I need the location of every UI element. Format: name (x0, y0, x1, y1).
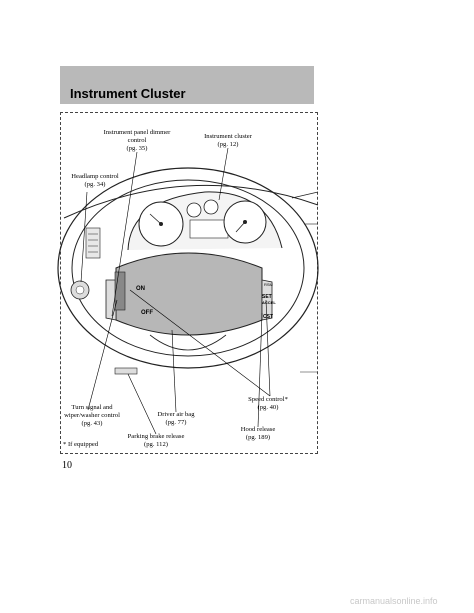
turn-signal-callout: Turn signal and wiper/washer control (pg… (64, 404, 120, 427)
headlamp-control-icon (70, 280, 90, 300)
dimmer-callout: Instrument panel dimmer control (pg. 35) (103, 129, 171, 152)
cruise-cst-label: CST (263, 314, 273, 320)
section-title: Instrument Cluster (70, 86, 186, 101)
footnote: * If equipped (63, 441, 99, 448)
speed-control-callout: Speed control* (pg. 40) (248, 396, 288, 411)
headlamp-callout: Headlamp control (pg. 34) (71, 173, 119, 188)
cruise-on-label: ON (136, 286, 145, 292)
hood-release-callout: Hood release (pg. 189) (240, 426, 276, 441)
page-number: 10 (62, 460, 72, 471)
watermark: carmanualsonline.info (350, 596, 438, 606)
parking-brake-callout: Parking brake release (pg. 112) (127, 433, 185, 448)
parking-brake-handle-icon (114, 367, 138, 375)
section-header-bar: Instrument Cluster (60, 66, 314, 104)
cruise-off-label: OFF (141, 310, 153, 316)
air-bag-cover (115, 252, 263, 336)
cruise-rsm-label: RSM (264, 282, 273, 287)
cruise-set-label: SET (262, 294, 272, 300)
vent-icon (85, 227, 101, 259)
figure-frame (60, 112, 318, 454)
cruise-accel-label: ACCEL (262, 300, 276, 305)
air-bag-callout: Driver air bag (pg. 77) (157, 411, 195, 426)
instrument-cluster-callout: Instrument cluster (pg. 12) (204, 133, 252, 148)
speedometer-gauge (138, 201, 184, 247)
tachometer-gauge (223, 200, 267, 244)
turn-signal-stalk-icon (114, 271, 126, 311)
